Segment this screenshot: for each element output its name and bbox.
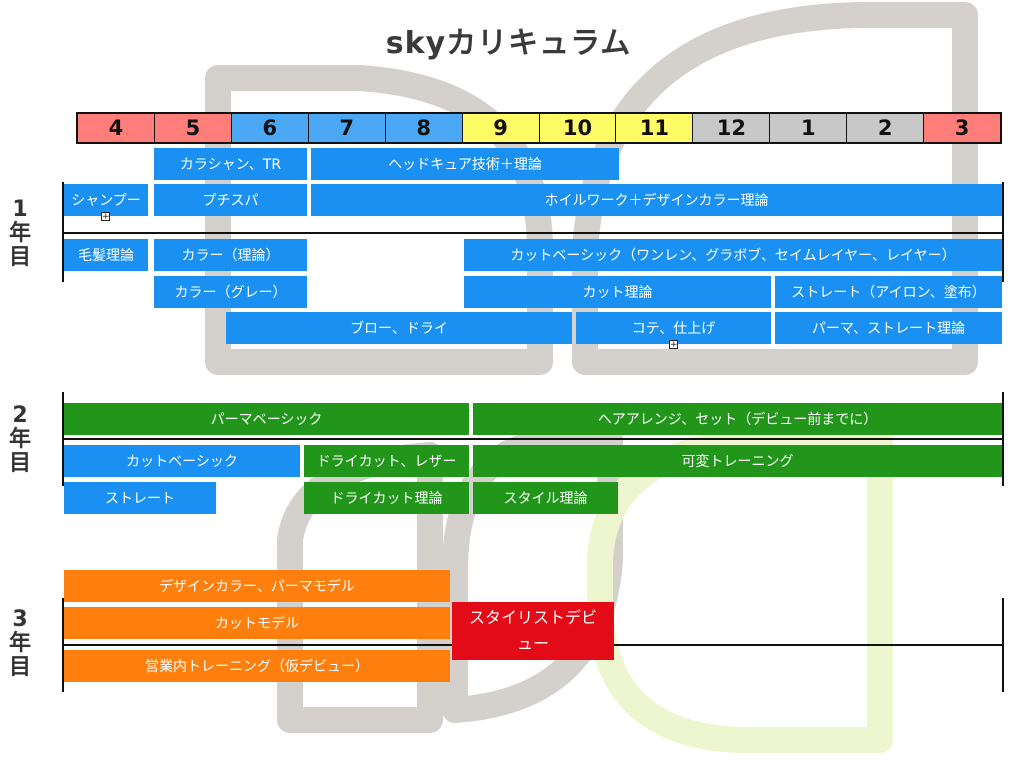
bar-cut-basic-2: カットベーシック — [64, 445, 300, 477]
month-cell: 5 — [154, 114, 232, 142]
year2-divider — [62, 438, 1004, 440]
bar-hair-arrange: ヘアアレンジ、セット（デビュー前までに） — [473, 403, 1002, 435]
bar-straight: ストレート — [64, 482, 216, 514]
bar-headcure: ヘッドキュア技術＋理論 — [311, 148, 619, 180]
month-cell: 7 — [308, 114, 386, 142]
year-label-3: 3年目 — [8, 607, 31, 680]
month-cell: 12 — [693, 114, 771, 142]
bar-iron-finish: コテ、仕上げ — [576, 312, 771, 344]
bar-dry-cut-theory: ドライカット理論 — [304, 482, 469, 514]
page-title: skyカリキュラム — [385, 26, 632, 61]
bar-variable-training: 可変トレーニング — [473, 445, 1002, 477]
month-cell: 9 — [462, 114, 540, 142]
bar-stylist-debut: スタイリストデビュー — [452, 602, 614, 660]
month-cell: 4 — [78, 114, 155, 142]
bar-business-training: 営業内トレーニング（仮デビュー） — [64, 650, 450, 682]
bar-hair-theory: 毛髪理論 — [64, 239, 148, 271]
month-cell: 8 — [385, 114, 463, 142]
month-cell: 10 — [539, 114, 617, 142]
bar-design-color-perm-model: デザインカラー、パーマモデル — [64, 570, 450, 602]
bar-cut-theory: カット理論 — [464, 276, 771, 308]
month-cell: 2 — [847, 114, 925, 142]
year-label-2: 2年目 — [8, 403, 31, 476]
expand-icon[interactable]: + — [669, 340, 678, 350]
bar-perm-straight-theory: パーマ、ストレート理論 — [775, 312, 1002, 344]
bar-wheelwork: ホイルワーク＋デザインカラー理論 — [311, 184, 1002, 216]
bar-cut-model: カットモデル — [64, 607, 450, 639]
month-cell: 6 — [231, 114, 309, 142]
bar-cut-basic-1: カットベーシック（ワンレン、グラボブ、セイムレイヤー、レイヤー） — [464, 239, 1002, 271]
year-label-1: 1年目 — [8, 197, 31, 270]
expand-icon[interactable]: + — [101, 212, 110, 222]
month-cell: 11 — [616, 114, 694, 142]
bar-straight-iron: ストレート（アイロン、塗布） — [775, 276, 1002, 308]
bar-color-theory: カラー（理論） — [154, 239, 307, 271]
bar-petitspa: プチスパ — [154, 184, 307, 216]
bar-dry-cut-razor: ドライカット、レザー — [304, 445, 469, 477]
year1-divider — [62, 232, 1004, 234]
bar-shampoo: シャンプー — [64, 184, 148, 216]
bar-colorshampoo-tr: カラシャン、TR — [154, 148, 307, 180]
bar-style-theory: スタイル理論 — [473, 482, 618, 514]
bar-color-grey: カラー（グレー） — [154, 276, 307, 308]
month-cell: 3 — [924, 114, 1001, 142]
bar-blow-dry: ブロー、ドライ — [226, 312, 572, 344]
bar-perm-basic: パーマベーシック — [64, 403, 469, 435]
month-cell: 1 — [770, 114, 848, 142]
